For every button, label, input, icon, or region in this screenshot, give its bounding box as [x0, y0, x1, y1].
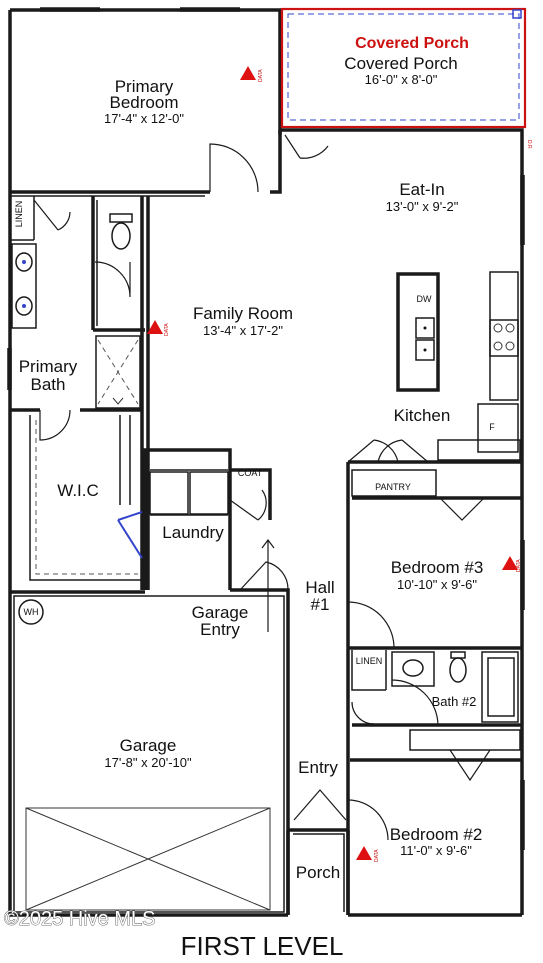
- svg-text:DATA: DATA: [516, 559, 522, 572]
- covered-porch-outline: [280, 7, 527, 129]
- eat-in-dims: 13'-0" x 9'-2": [386, 199, 459, 214]
- primary-bedroom-label-2: Bedroom: [110, 93, 179, 112]
- vanity: [11, 243, 37, 329]
- dishwasher-label: DW: [417, 294, 432, 304]
- kitchen-sink-icon: [415, 317, 435, 339]
- eat-in-label: Eat-In: [399, 180, 444, 199]
- primary-bath-label: Primary: [19, 357, 78, 376]
- room-labels: Covered Porch Covered Porch 16'-0" x 8'-…: [14, 35, 495, 882]
- fixtures: [7, 7, 525, 911]
- level-label: FIRST LEVEL: [181, 931, 344, 961]
- water-heater-icon: [18, 599, 44, 625]
- garage-label: Garage: [120, 736, 177, 755]
- covered-porch-callout: Covered Porch: [355, 35, 469, 52]
- covered-porch-dims: 16'-0" x 8'-0": [365, 72, 438, 87]
- family-room-label: Family Room: [193, 304, 293, 323]
- toilet-icon: [449, 657, 467, 683]
- linen-label-primary: LINEN: [14, 201, 24, 228]
- toilet-bowl-icon: [111, 222, 131, 250]
- fridge-label: F: [489, 422, 495, 432]
- watermark: ©2025 Hive MLS: [4, 908, 155, 930]
- wic-label: W.I.C: [57, 481, 99, 500]
- porch-label: Porch: [296, 863, 340, 882]
- pantry-label: PANTRY: [375, 482, 411, 492]
- data-marker-icon: DATA: [502, 556, 522, 572]
- sink-icon: [402, 659, 424, 677]
- bedroom-2-dims: 11'-0" x 9'-6": [400, 843, 472, 858]
- dryer-icon: [189, 471, 229, 515]
- family-room-dims: 13'-4" x 17'-2": [203, 323, 283, 338]
- toilet-tank-icon: [109, 213, 133, 223]
- data-marker-icon: DATA: [147, 320, 170, 336]
- data-marker-icon: DATA: [356, 846, 380, 862]
- svg-text:DATA: DATA: [164, 323, 170, 336]
- hall-label-2: #1: [311, 595, 330, 614]
- bath-2-label: Bath #2: [432, 694, 477, 709]
- data-marker-icon: DATA: [240, 66, 264, 82]
- laundry-label: Laundry: [162, 523, 224, 542]
- bedroom-3-label: Bedroom #3: [391, 558, 484, 577]
- svg-text:DATA: DATA: [258, 69, 264, 82]
- coat-label: COAT: [238, 468, 263, 478]
- garage-door-outline: [25, 807, 271, 911]
- data-markers: DATA DATA DATA DATA D.R: [147, 66, 532, 862]
- garage-entry-label-2: Entry: [200, 620, 240, 639]
- kitchen-label: Kitchen: [394, 406, 451, 425]
- entry-label: Entry: [298, 758, 338, 777]
- bedroom-2-label: Bedroom #2: [390, 825, 483, 844]
- washer-icon: [149, 471, 189, 515]
- garage-dims: 17'-8" x 20'-10": [104, 755, 192, 770]
- svg-text:DATA: DATA: [374, 849, 380, 862]
- water-heater-label: WH: [24, 607, 39, 617]
- range-icon: [489, 319, 519, 357]
- hall-label: Hall: [305, 578, 334, 597]
- sink-icon: [15, 296, 33, 316]
- covered-porch-dash: [287, 13, 520, 121]
- primary-bedroom-dims: 17'-4" x 12'-0": [104, 111, 184, 126]
- sink-icon: [15, 252, 33, 272]
- garage-entry-label: Garage: [192, 603, 249, 622]
- primary-bath-label-2: Bath: [31, 375, 66, 394]
- covered-porch-label: Covered Porch: [344, 54, 457, 73]
- doors: [33, 134, 491, 841]
- primary-bedroom-label: Primary: [115, 77, 174, 96]
- bedroom-3-dims: 10'-10" x 9'-6": [397, 577, 477, 592]
- linen-label-hall: LINEN: [356, 656, 383, 666]
- interior-walls: [10, 130, 522, 915]
- corner-tag: D.R: [526, 140, 532, 149]
